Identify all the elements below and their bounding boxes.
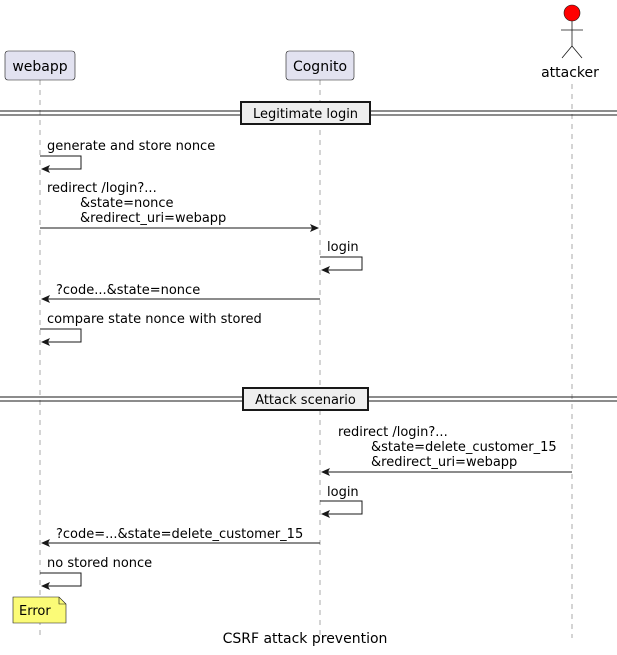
svg-text:redirect /login?...: redirect /login?... (338, 425, 448, 440)
svg-text:login: login (327, 240, 359, 255)
svg-text:redirect /login?...: redirect /login?... (47, 181, 157, 196)
section-attack-scenario: Attack scenario (0, 387, 617, 411)
note-error-label: Error (19, 604, 51, 619)
message-cognito-login-2: login (320, 485, 363, 518)
svg-text:&redirect_uri=webapp: &redirect_uri=webapp (80, 211, 226, 226)
message-attacker-redirect: redirect /login?... &state=delete_custom… (321, 425, 572, 476)
svg-text:generate and store nonce: generate and store nonce (47, 139, 215, 154)
participant-cognito: Cognito (285, 50, 355, 81)
participant-webapp-label: webapp (12, 59, 67, 75)
participant-webapp: webapp (4, 50, 76, 81)
svg-text:?code=...&state=delete_custome: ?code=...&state=delete_customer_15 (56, 527, 303, 542)
section-legitimate-login-label: Legitimate login (253, 107, 358, 122)
svg-text:no stored nonce: no stored nonce (47, 556, 152, 571)
note-error: Error (12, 596, 67, 624)
message-cognito-login: login (320, 240, 363, 274)
svg-text:login: login (327, 485, 359, 500)
message-compare-nonce: compare state nonce with stored (40, 312, 262, 346)
actor-head-icon (563, 4, 581, 22)
actor-attacker: attacker (541, 4, 599, 81)
message-code-delete-customer: ?code=...&state=delete_customer_15 (41, 527, 320, 547)
message-redirect-login: redirect /login?... &state=nonce &redire… (40, 181, 319, 232)
diagram-caption: CSRF attack prevention (223, 631, 388, 647)
svg-text:?code...&state=nonce: ?code...&state=nonce (56, 283, 200, 298)
message-code-nonce: ?code...&state=nonce (41, 283, 320, 303)
svg-text:&state=delete_customer_15: &state=delete_customer_15 (371, 440, 557, 455)
participant-cognito-label: Cognito (293, 59, 347, 75)
actor-attacker-label: attacker (541, 65, 599, 81)
section-attack-scenario-label: Attack scenario (255, 393, 356, 408)
svg-text:&state=nonce: &state=nonce (80, 196, 174, 211)
section-legitimate-login: Legitimate login (0, 101, 617, 125)
svg-text:&redirect_uri=webapp: &redirect_uri=webapp (371, 455, 517, 470)
message-no-stored-nonce: no stored nonce (40, 556, 152, 590)
message-generate-nonce: generate and store nonce (40, 139, 215, 173)
svg-text:compare state nonce with store: compare state nonce with stored (47, 312, 262, 327)
